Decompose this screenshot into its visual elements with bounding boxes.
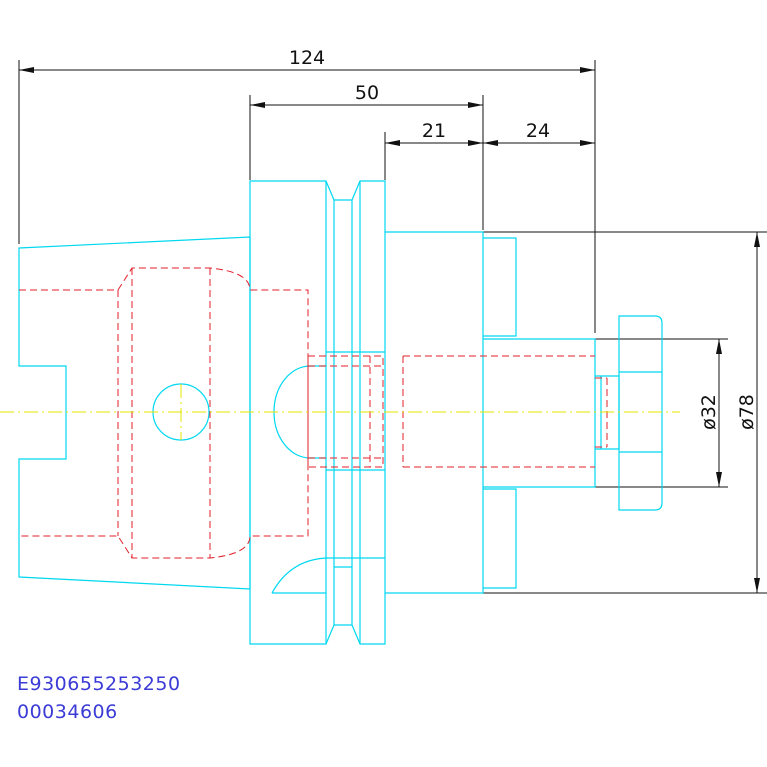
hidden-lines xyxy=(19,267,608,559)
dim-label-dia78: ø78 xyxy=(736,394,758,430)
dim-label-50: 50 xyxy=(355,82,379,104)
dim-label-21: 21 xyxy=(422,120,446,142)
dimension-overall-length: 124 xyxy=(18,47,596,333)
dimension-diameters: ø78 ø32 xyxy=(483,231,767,594)
flange-outline xyxy=(249,180,386,645)
centerline xyxy=(0,384,680,440)
dimension-flange-length: 50 xyxy=(249,82,484,230)
order-number-code: 00034606 xyxy=(17,701,118,723)
dimension-collar-nose: 21 24 xyxy=(384,120,595,180)
part-number-code: E930655253250 xyxy=(17,673,181,695)
dim-label-24: 24 xyxy=(526,120,550,142)
dim-label-dia32: ø32 xyxy=(698,394,720,430)
dim-label-124: 124 xyxy=(289,47,325,69)
